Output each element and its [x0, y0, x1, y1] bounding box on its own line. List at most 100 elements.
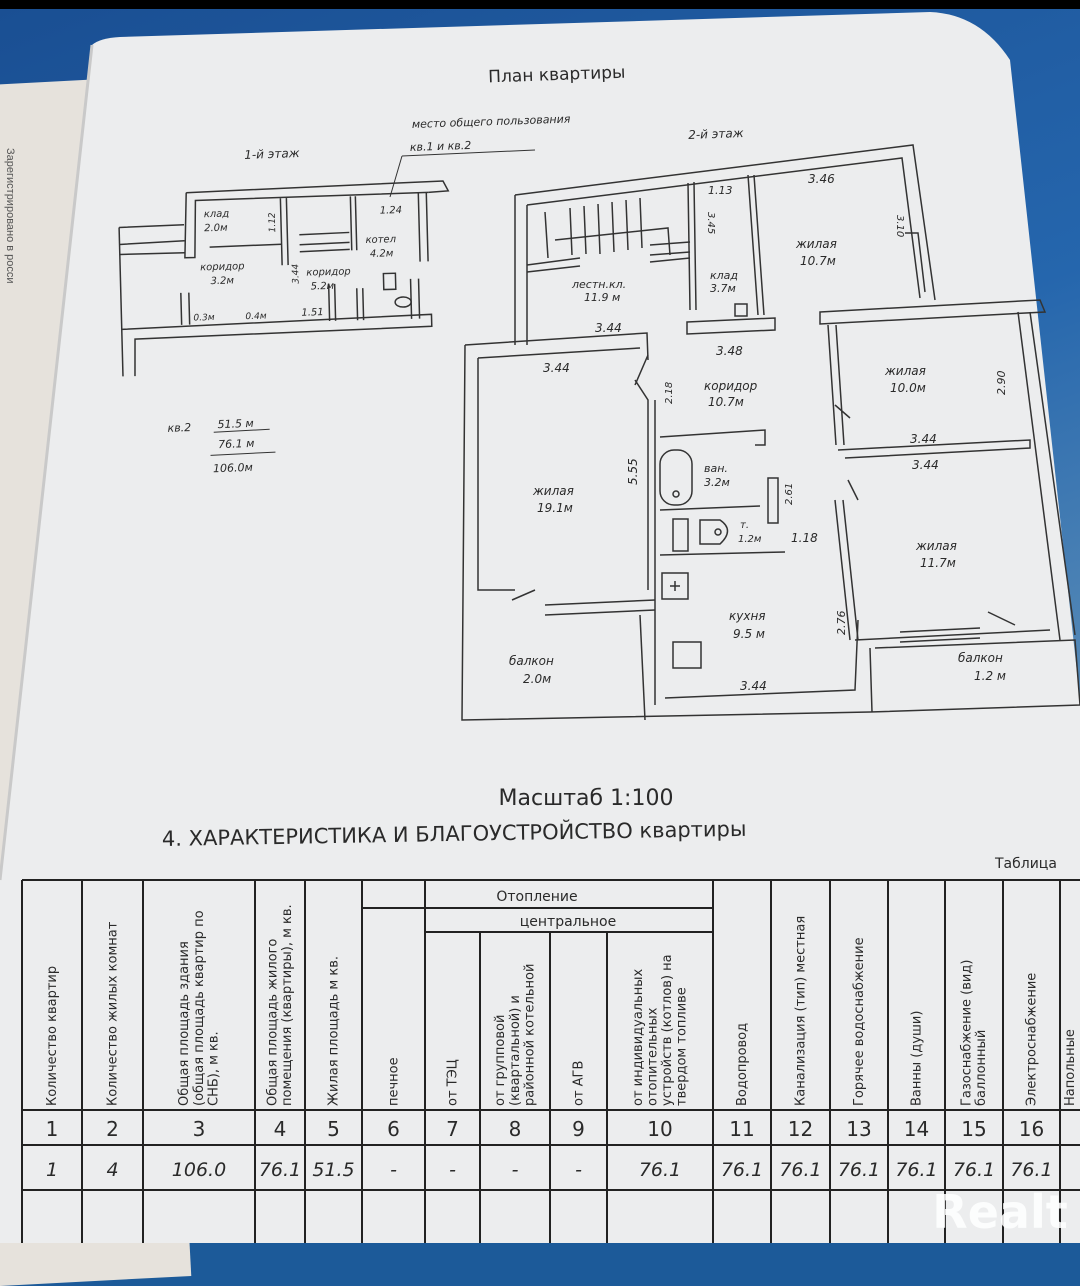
column-header: Ванны (души) [909, 1011, 924, 1106]
summary-label: кв.2 [167, 421, 191, 435]
table-cell: 76.1 [721, 1159, 763, 1181]
table-cell: 1 [46, 1159, 58, 1181]
column-header: Горячее водоснабжение [852, 937, 867, 1106]
scale-label: Масштаб 1:100 [499, 786, 674, 811]
table-cell: 76.1 [838, 1159, 880, 1181]
room-name-bedroom1: жилая [795, 237, 837, 251]
room-area-kitchen: 9.5 м [733, 627, 765, 641]
column-number: 1 [46, 1117, 59, 1141]
table-cell: 76.1 [779, 1159, 821, 1181]
floor1-room-area: 4.2м [370, 248, 394, 260]
column-header: Количество квартир [45, 966, 60, 1106]
floor2-dim: 3.44 [910, 432, 937, 446]
apartment-summary: кв.2 51.5 м 76.1 м 106.0м [167, 417, 276, 475]
column-number: 4 [274, 1117, 287, 1141]
floor1-labels: 1.24 1.12 3.44 1.51 клад 2.0м коридор 3.… [193, 205, 403, 323]
floor1-room-area: 2.0м [204, 223, 228, 235]
floor1-dim: 1.51 [301, 307, 324, 319]
floor2-dim: 3.10 [894, 215, 905, 237]
table-label: Таблица [994, 856, 1057, 872]
floor2-labels: 1.13 3.46 3.45 3.10 3.44 3.48 3.44 2.18 … [509, 172, 1008, 693]
table-cell: - [449, 1159, 456, 1181]
room-name-stairwell: лестн.кл. [571, 278, 626, 291]
column-header: Количество жилых комнат [105, 921, 120, 1106]
room-name-toilet: т. [740, 520, 749, 531]
column-header: Канализация (тип) местная [793, 916, 808, 1106]
floor1-room-name: котел [365, 234, 396, 246]
floor2-dim: 3.44 [543, 361, 570, 375]
floor2-dim: 3.44 [740, 679, 767, 693]
table-cell: - [575, 1159, 582, 1181]
column-number: 11 [729, 1117, 754, 1141]
column-number: 10 [647, 1117, 672, 1141]
table-cell: 4 [106, 1159, 118, 1181]
top-black-bar [0, 0, 1080, 9]
underlying-sheet-text: Зарегистрировано в росси [4, 148, 16, 284]
table-cell: 51.5 [312, 1159, 354, 1181]
room-area-balcony1: 2.0м [523, 672, 551, 686]
summary-living-area: 51.5 м [217, 417, 254, 431]
column-header: Общая площадь жилогопомещения (квартиры)… [265, 904, 295, 1106]
floor2-dim: 2.18 [664, 382, 675, 404]
table-cell: 106.0 [172, 1159, 226, 1181]
column-header: Напольные [1063, 1029, 1078, 1106]
floor2-dim: 3.45 [705, 212, 716, 234]
room-name-corridor: коридор [704, 379, 758, 393]
floor1-room-area: 5.2м [311, 281, 335, 293]
table-cell: - [390, 1159, 397, 1181]
column-number: 12 [788, 1117, 813, 1141]
floor1-dim: 1.24 [380, 205, 403, 217]
room-area-bathroom: 3.2м [704, 476, 730, 489]
column-number: 13 [846, 1117, 871, 1141]
column-number: 3 [193, 1117, 206, 1141]
room-area-corridor: 10.7м [708, 395, 744, 409]
room-name-balcony1: балкон [509, 654, 554, 668]
common-area-note-line1: место общего пользования [412, 112, 571, 131]
room-name-kitchen: кухня [729, 609, 766, 623]
plan-title: План квартиры [488, 63, 626, 88]
column-header: Общая площадь здания(общая площадь кварт… [177, 910, 221, 1106]
room-area-bedroom2: 10.0м [890, 381, 926, 395]
column-header: Жилая площадь м кв. [326, 956, 341, 1106]
floor2-dim: 2.61 [784, 483, 795, 505]
summary-total-area: 76.1 м [218, 437, 255, 451]
room-name-bedroom3: жилая [915, 539, 957, 553]
table-cell: 76.1 [953, 1159, 995, 1181]
floor1-room-area: 3.2м [210, 275, 234, 287]
floor2-dim: 1.13 [708, 184, 733, 197]
floor2-plan [461, 144, 1080, 721]
floor1-label: 1-й этаж [244, 146, 300, 162]
floor2-dim: 2.90 [995, 371, 1008, 396]
column-header: от АГВ [571, 1061, 586, 1106]
fraction-line [210, 451, 276, 456]
floor1-room-name: коридор [200, 261, 245, 273]
column-number: 9 [572, 1117, 585, 1141]
table-cell: 76.1 [639, 1159, 681, 1181]
fraction-line [213, 428, 270, 433]
floor2-dim: 3.44 [595, 321, 622, 335]
header-central-group: центральное [520, 914, 616, 930]
column-header: Газоснабжение (вид)баллонный [959, 960, 989, 1106]
leader-line [401, 149, 536, 157]
floor2-dim: 3.48 [716, 344, 743, 358]
document-sheet: План квартиры 1-й этаж 2-й этаж место об… [0, 12, 1080, 1243]
column-header: от ТЭЦ [445, 1059, 460, 1106]
column-header: от групповой(квартальной) ирайонной коте… [493, 964, 537, 1106]
column-header: Водопровод [735, 1023, 750, 1106]
room-name-bathroom: ван. [704, 462, 728, 475]
room-name-closet: клад [710, 269, 738, 282]
common-area-note-line2: кв.1 и кв.2 [410, 139, 472, 154]
header-heating-group: Отопление [496, 889, 577, 905]
floor1-dim: 1.12 [268, 212, 279, 233]
floor1-room-name: коридор [306, 266, 351, 278]
leader-line [389, 155, 403, 198]
table-cell: 76.1 [1010, 1159, 1052, 1181]
floor1-plan [118, 180, 450, 377]
column-number: 2 [106, 1117, 119, 1141]
room-area-bedroom3: 11.7м [920, 556, 956, 570]
column-header: Электроснабжение [1024, 973, 1039, 1106]
floor1-room-name: клад [204, 209, 230, 221]
room-area-toilet: 1.2м [738, 534, 762, 545]
table-cell: 76.1 [895, 1159, 937, 1181]
column-header: от индивидуальныхотопительныхустройств (… [631, 954, 690, 1106]
